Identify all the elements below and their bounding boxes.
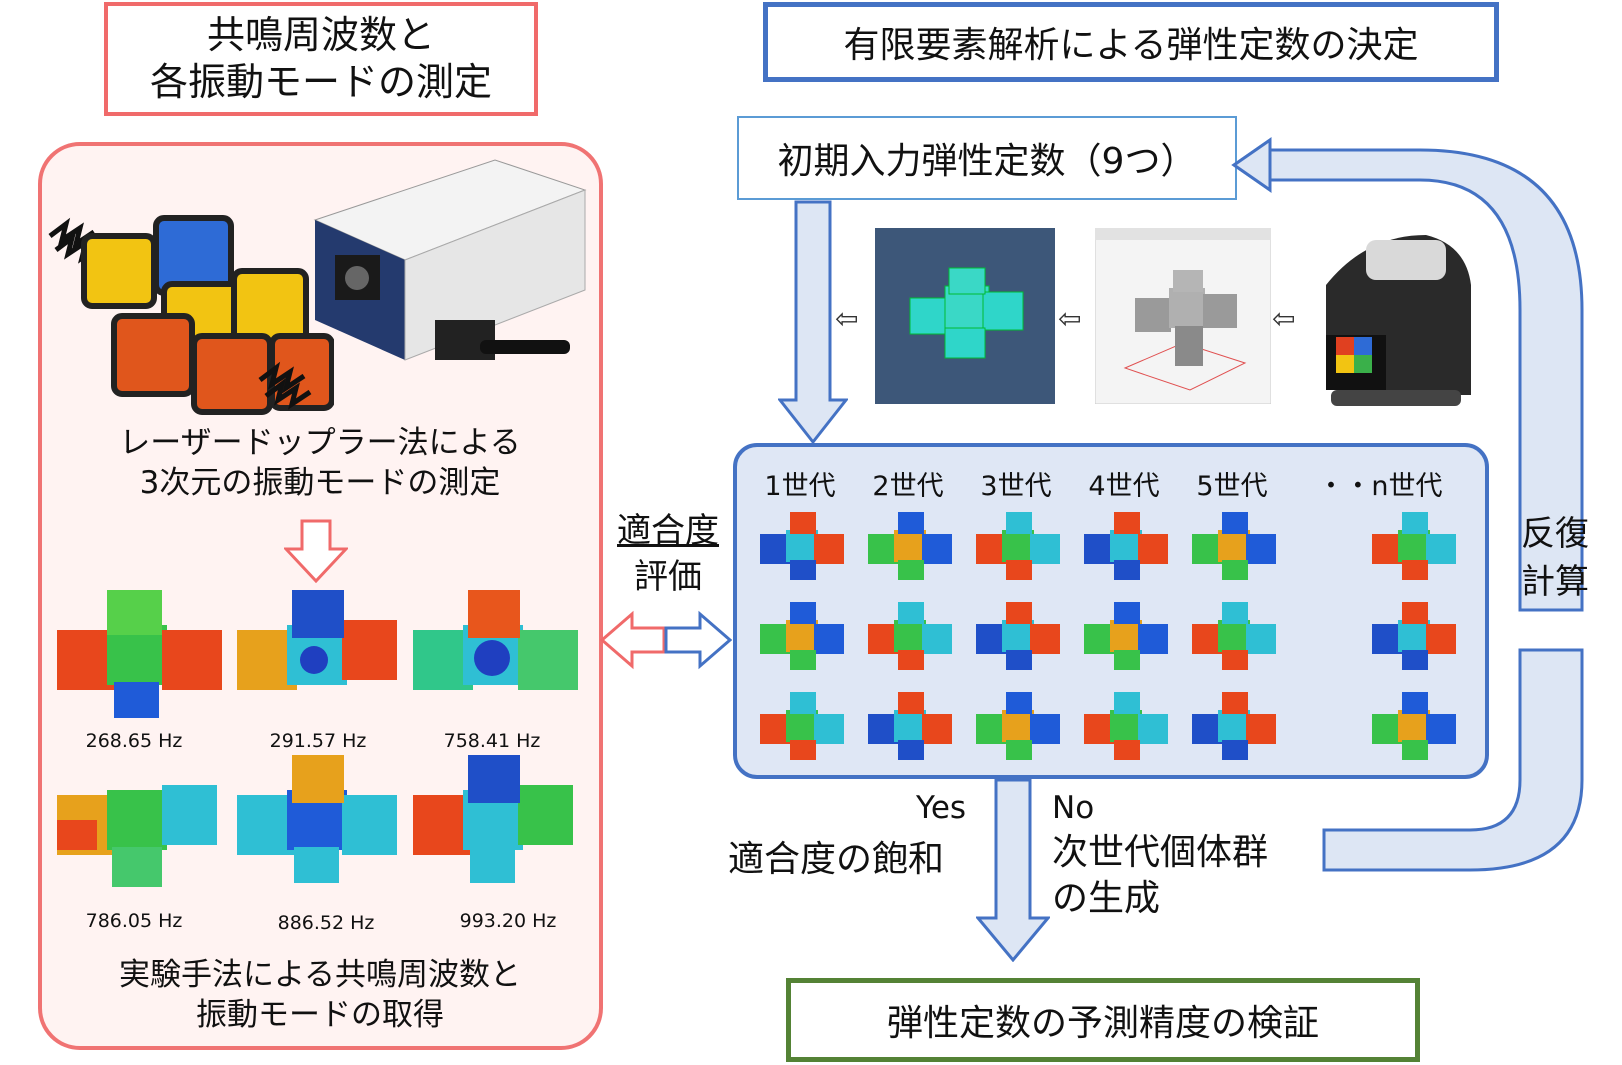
next-generation-label: 次世代個体群 の生成: [1052, 830, 1268, 922]
experiment-line2: 振動モードの取得: [196, 997, 444, 1033]
frequency-label-3: 758.41 Hz: [443, 730, 541, 752]
experiment-result-text: 実験手法による共鳴周波数と 振動モードの取得: [60, 955, 580, 1035]
down-arrow-icon: [976, 778, 1050, 962]
generation-label-n: ・・n世代: [1317, 471, 1443, 502]
generation-label-3: 3世代: [980, 471, 1052, 502]
fitness-line2: 評価: [634, 557, 702, 597]
generation-label-4: 4世代: [1088, 471, 1160, 502]
cube-toy-image: [48, 215, 334, 415]
fea-result-thumbnail: [868, 602, 952, 670]
fitness-evaluation-label: 適合度 評価: [606, 508, 730, 600]
fea-result-thumbnail: [976, 692, 1060, 760]
saturation-label: 適合度の飽和: [728, 839, 945, 880]
cad-model-image: [1095, 228, 1271, 404]
fea-result-thumbnail: [976, 602, 1060, 670]
frequency-label-1: 268.65 Hz: [85, 730, 183, 752]
next-gen-line2: の生成: [1052, 878, 1161, 919]
frequency-label-6: 993.20 Hz: [459, 910, 557, 932]
down-arrow-icon: [284, 519, 348, 583]
fea-result-thumbnail: [868, 512, 952, 580]
fea-result-thumbnail: [1192, 692, 1276, 760]
laser-line2: 3次元の振動モードの測定: [139, 465, 501, 501]
frequency-label-4: 786.05 Hz: [85, 910, 183, 932]
iteration-loop-arrow: [1231, 137, 1584, 872]
iteration-line2: 計算: [1521, 562, 1589, 602]
right-title-box: 有限要素解析による弾性定数の決定: [763, 2, 1499, 82]
laser-method-text: レーザードップラー法による 3次元の振動モードの測定: [60, 423, 580, 503]
frequency-label-5: 886.52 Hz: [277, 912, 375, 934]
ct-scanner-image: [1326, 235, 1471, 406]
fea-result-thumbnail: [760, 692, 844, 760]
fea-result-thumbnail: [1084, 692, 1168, 760]
mode-shape-3: [413, 590, 578, 690]
fea-result-thumbnail: [1372, 602, 1456, 670]
vibration-icon: [258, 361, 312, 410]
left-arrow-icon: ⇦: [1058, 302, 1082, 335]
laser-line1: レーザードップラー法による: [119, 425, 521, 461]
fea-result-thumbnail: [1372, 692, 1456, 760]
fea-result-thumbnail: [1084, 602, 1168, 670]
fea-mesh-image: [875, 228, 1055, 404]
generation-label-2: 2世代: [872, 471, 944, 502]
iteration-label: 反復 計算: [1515, 510, 1595, 606]
generation-label-5: 5世代: [1196, 471, 1268, 502]
laser-doppler-device-image: [313, 159, 587, 361]
fea-result-thumbnail: [1084, 512, 1168, 580]
fea-result-thumbnail: [868, 692, 952, 760]
mode-shape-4: [57, 785, 217, 887]
mode-shape-5: [237, 755, 397, 883]
fea-result-thumbnail: [976, 512, 1060, 580]
fea-result-thumbnail: [1192, 602, 1276, 670]
fea-result-thumbnail: [1192, 512, 1276, 580]
fea-result-thumbnail: [1372, 512, 1456, 580]
mode-shape-2: [237, 590, 397, 690]
left-title-line1: 共鳴周波数と: [206, 13, 435, 57]
left-title-line2: 各振動モードの測定: [149, 60, 492, 104]
verification-box: 弾性定数の予測精度の検証: [786, 978, 1420, 1062]
fitness-line1: 適合度: [617, 511, 719, 551]
fea-result-thumbnail: [760, 602, 844, 670]
fea-result-thumbnail: [760, 512, 844, 580]
no-label: No: [1052, 790, 1095, 826]
left-arrow-icon: ⇦: [835, 302, 859, 335]
down-arrow-icon: [778, 200, 848, 445]
left-arrow-icon: ⇦: [1272, 302, 1296, 335]
iteration-line1: 反復: [1521, 514, 1589, 554]
bidirectional-arrow-icon: [600, 610, 732, 670]
frequency-label-2: 291.57 Hz: [269, 730, 367, 752]
generation-label-1: 1世代: [764, 471, 836, 502]
left-title-box: 共鳴周波数と 各振動モードの測定: [104, 2, 538, 116]
mode-shape-1: [57, 590, 222, 718]
next-gen-line1: 次世代個体群: [1052, 832, 1269, 873]
initial-input-box: 初期入力弾性定数（9つ）: [737, 116, 1237, 200]
experiment-line1: 実験手法による共鳴周波数と: [118, 957, 522, 993]
yes-label: Yes: [916, 790, 967, 826]
mode-shape-6: [413, 755, 573, 883]
